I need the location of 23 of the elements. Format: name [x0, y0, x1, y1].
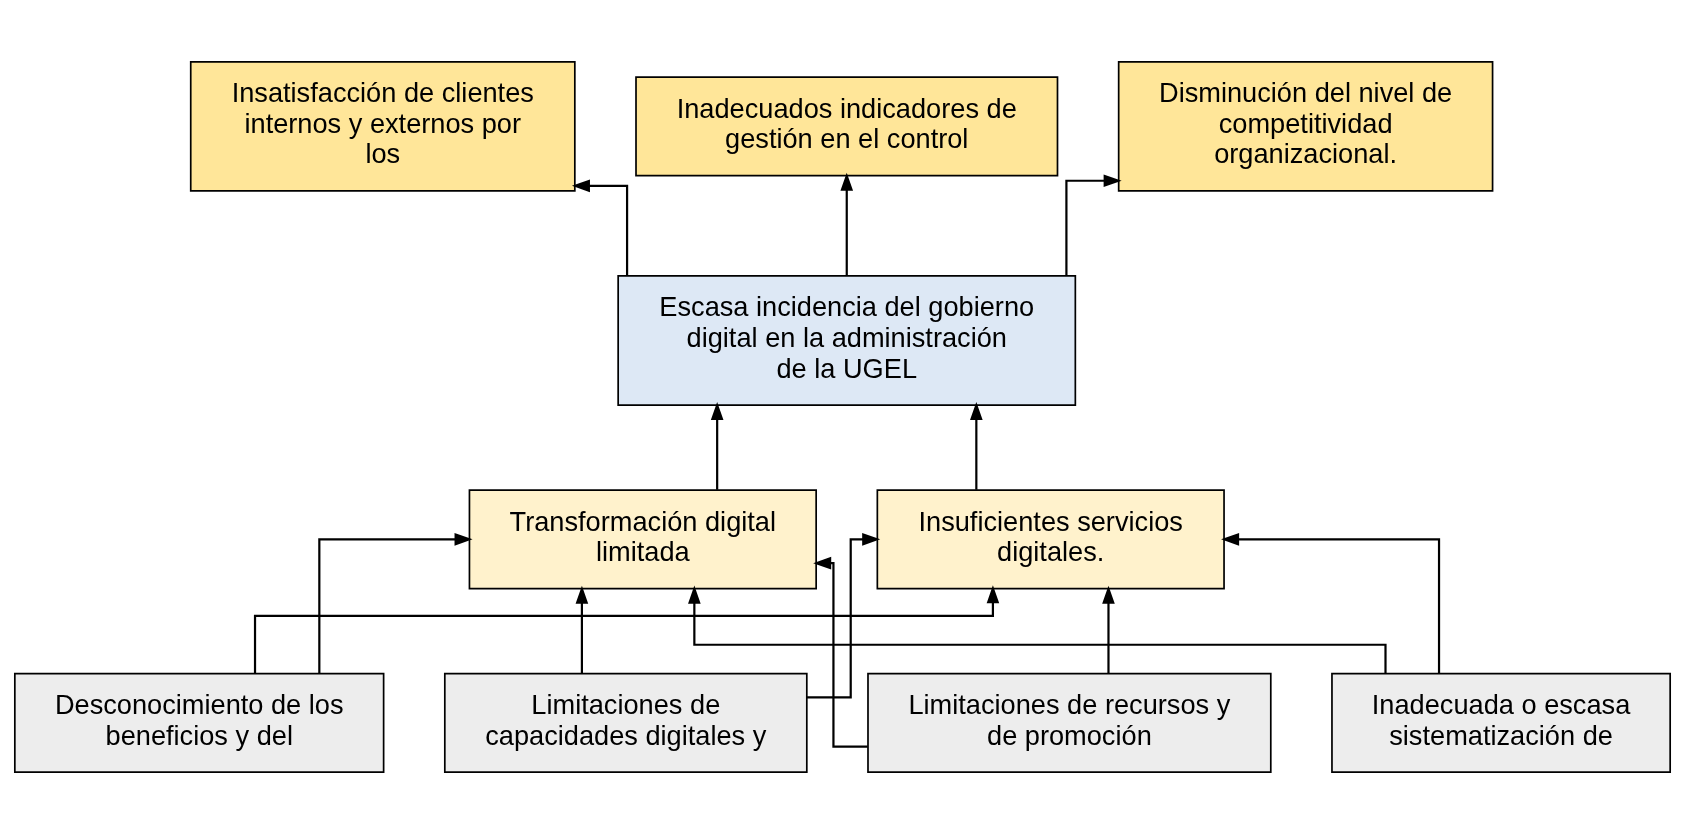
node-box: Limitaciones de recursos y de promoción: [867, 672, 1272, 773]
arrow: [840, 172, 854, 276]
arrow: [813, 556, 868, 748]
arrow: [688, 585, 1387, 673]
node-box: Insatisfacción de clientes internos y externos por los: [189, 60, 576, 192]
node-box: Insuficientes servicios digitales.: [876, 488, 1225, 589]
node-box: Inadecuada o escasa sistematización de: [1331, 672, 1671, 773]
node-box: Transformación digital limitada: [468, 488, 817, 589]
arrow: [253, 584, 1000, 673]
node-box: Limitaciones de capacidades digitales y: [443, 672, 808, 773]
node-box: Desconocimiento de los beneficios y del: [14, 672, 385, 773]
arrow: [710, 401, 724, 490]
arrow: [970, 401, 983, 490]
arrow: [571, 179, 629, 276]
arrow: [1221, 532, 1441, 673]
arrow: [318, 532, 473, 673]
node-box: Inadecuados indicadores de gestión en el control: [635, 75, 1059, 176]
arrow: [1102, 585, 1115, 673]
node-box: Disminución del nivel de competitividad organizacional.: [1117, 60, 1494, 192]
node-box: Escasa incidencia del gobierno digital en la administración de la UGEL: [617, 274, 1077, 406]
arrow: [1065, 173, 1122, 276]
arrow: [575, 585, 589, 673]
arrow: [806, 532, 881, 699]
